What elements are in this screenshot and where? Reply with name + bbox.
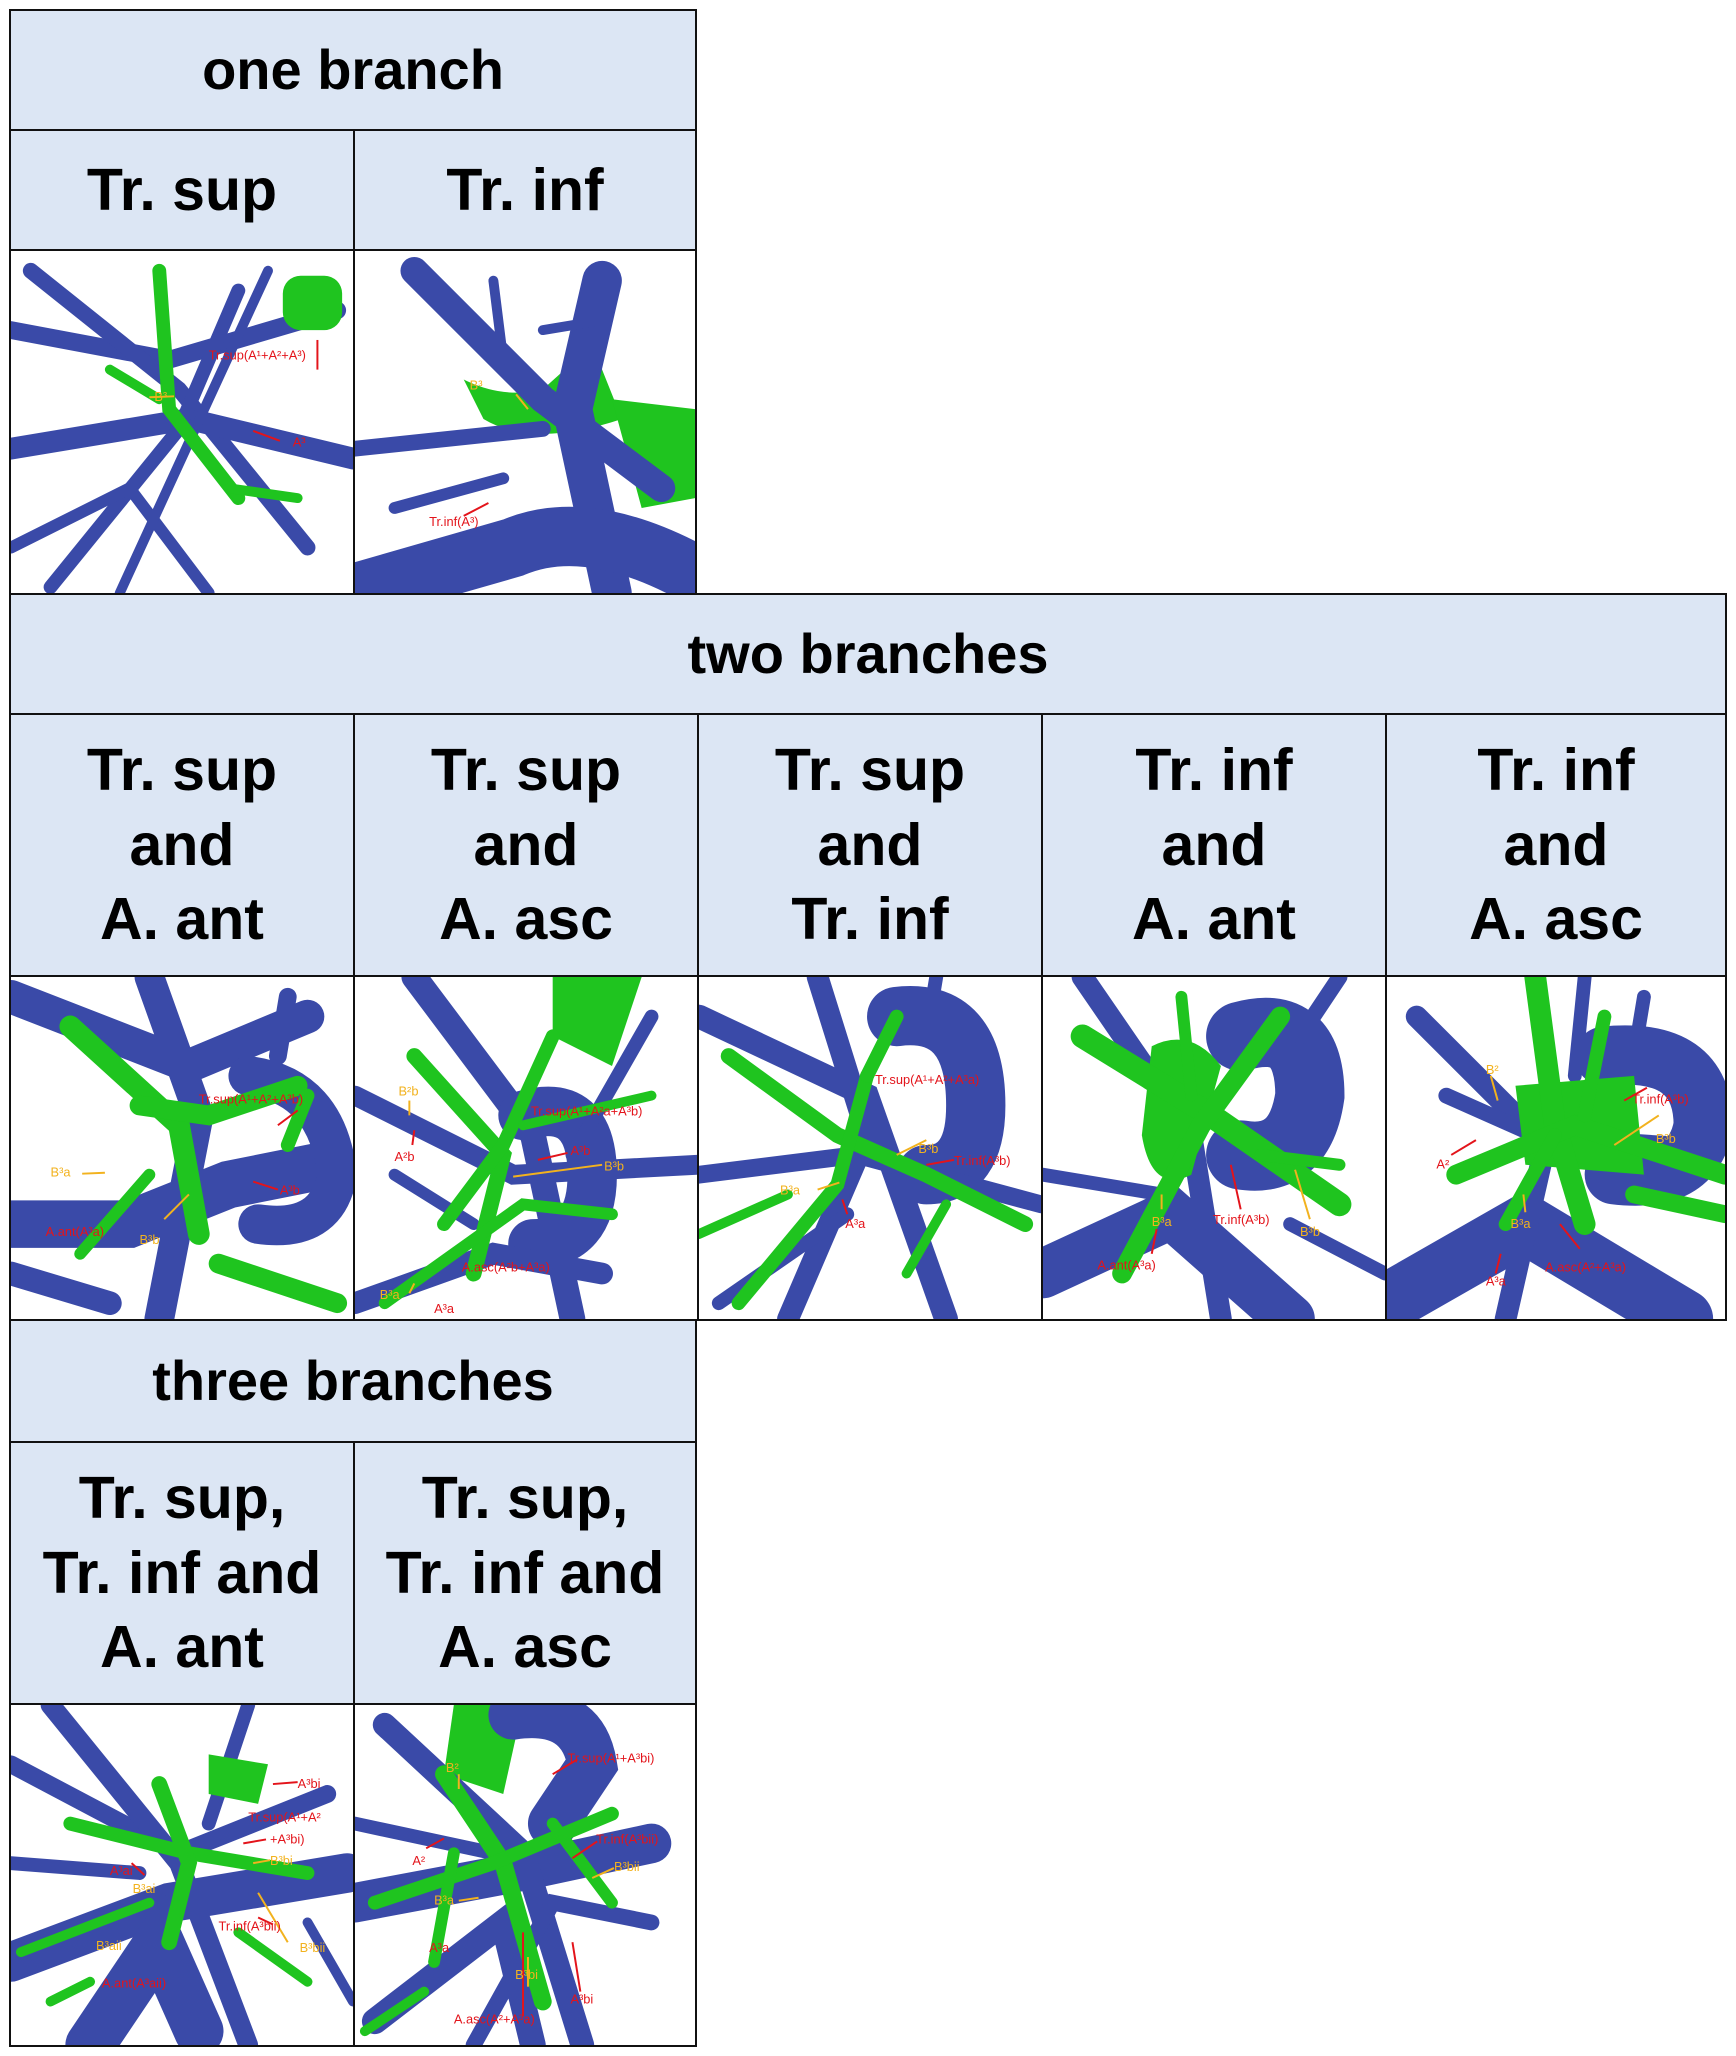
column-header: Tr. inf xyxy=(353,129,697,251)
annotation-label: A³a xyxy=(434,1301,455,1316)
panel-two-tr-sup-tr-inf: Tr.sup(A¹+A²+A³a) B³b Tr.inf(A³b) B³a A³… xyxy=(697,975,1043,1321)
annotation-label: A.asc(A²+A³a) xyxy=(454,2011,535,2026)
vessel-render: Tr.sup(A¹+A²+A³b) B³a A³b A.ant(A³a) B³b xyxy=(11,977,353,1319)
annotation-label: A³bi xyxy=(570,1991,593,2006)
group-title: two branches xyxy=(687,622,1049,686)
annotation-label: A³bi xyxy=(298,1776,321,1791)
annotation-label: Tr.sup(A¹+A² xyxy=(248,1810,321,1825)
group-title: three branches xyxy=(152,1349,554,1413)
annotation-label: A²b xyxy=(395,1149,415,1164)
annotation-label: B³a xyxy=(1152,1214,1173,1229)
annotation-label: A³a xyxy=(845,1216,866,1231)
annotation-label: B³b xyxy=(918,1141,938,1156)
group-header-two-branches: two branches xyxy=(9,593,1727,715)
column-header: Tr. sup and A. asc xyxy=(353,713,699,977)
annotation-label: A.ant(A³a) xyxy=(46,1224,104,1239)
annotation-label: Tr.inf(A³bii) xyxy=(219,1918,281,1933)
group-title: one branch xyxy=(202,38,504,102)
panel-two-tr-inf-a-ant: B³a Tr.inf(A³b) A.ant(A³a) B³b xyxy=(1041,975,1387,1321)
annotation-label: B³a xyxy=(780,1182,801,1197)
annotation-label: B³b xyxy=(1300,1224,1320,1239)
vessel-render: B³a Tr.inf(A³b) A.ant(A³a) B³b xyxy=(1043,977,1385,1319)
vessel-render: B³ Tr.inf(A³) xyxy=(355,256,695,593)
column-label: Tr. sup and A. ant xyxy=(86,736,278,953)
annotation-label: Tr.inf(A³bii) xyxy=(596,1831,658,1846)
column-label: Tr. sup xyxy=(86,156,278,223)
annotation-label: A.asc(A²+A³a) xyxy=(1545,1260,1626,1275)
annotation-label: Tr.sup(A¹+A³bi) xyxy=(568,1750,655,1765)
annotation-label: B³ai xyxy=(133,1881,156,1896)
column-label: Tr. sup and A. asc xyxy=(430,736,622,953)
annotation-label: A.ant(A³a) xyxy=(1097,1258,1155,1273)
vessel-render: Tr.sup(A¹+A²+A³a) B³b Tr.inf(A³b) B³a A³… xyxy=(699,977,1041,1319)
annotation-label: B² xyxy=(1486,1062,1500,1077)
annotation-label: B²b xyxy=(398,1084,418,1099)
column-header: Tr. sup xyxy=(9,129,355,251)
annotation-label: B³b xyxy=(1656,1131,1676,1146)
column-header: Tr. inf and A. asc xyxy=(1385,713,1727,977)
vessel-render: B² Tr.inf(A³b) B³b A² B³a A³a A.asc(A²+A… xyxy=(1387,977,1725,1319)
annotation-label: A³b xyxy=(570,1143,590,1158)
annotation-label: B³b xyxy=(604,1159,624,1174)
panel-one-tr-inf: B³ Tr.inf(A³) xyxy=(353,249,697,595)
annotation-label: B³a xyxy=(434,1893,455,1908)
panel-three-a-asc: Tr.sup(A¹+A³bi) B² Tr.inf(A³bii) B³bii A… xyxy=(353,1703,697,2047)
annotation-label: B³ xyxy=(470,377,484,392)
column-header: Tr. inf and A. ant xyxy=(1041,713,1387,977)
annotation-label: A³a xyxy=(429,1940,450,1955)
panel-two-tr-inf-a-asc: B² Tr.inf(A³b) B³b A² B³a A³a A.asc(A²+A… xyxy=(1385,975,1727,1321)
annotation-label: Tr.inf(A³) xyxy=(429,514,478,529)
column-label: Tr. sup, Tr. inf and A. asc xyxy=(385,1464,665,1681)
annotation-label: Tr.inf(A³b) xyxy=(1213,1212,1270,1227)
annotation-label: Tr.sup(A¹+A²a+A³b) xyxy=(531,1103,642,1118)
annotation-label: A.ant(A³aii) xyxy=(102,1976,166,1991)
panel-three-a-ant: A³bi Tr.sup(A¹+A² +A³bi) A³ai B³bi B³ai … xyxy=(9,1703,355,2047)
annotation-label: Tr.sup(A¹+A²+A³a) xyxy=(875,1072,979,1087)
annotation-label: Tr.sup(A¹+A²+A³b) xyxy=(199,1092,303,1107)
annotation-label: B³a xyxy=(1511,1216,1532,1231)
column-label: Tr. inf and A. ant xyxy=(1132,736,1296,953)
annotation-label: B³a xyxy=(51,1165,72,1180)
annotation-label: A² xyxy=(412,1853,426,1868)
annotation-label: A³b xyxy=(280,1182,300,1197)
panel-two-tr-sup-a-ant: Tr.sup(A¹+A²+A³b) B³a A³b A.ant(A³a) B³b xyxy=(9,975,355,1321)
column-label: Tr. inf and A. asc xyxy=(1469,736,1643,953)
annotation-label: B³aii xyxy=(96,1938,122,1953)
annotation-label: Tr.inf(A³b) xyxy=(1632,1092,1689,1107)
annotation-label: B³bi xyxy=(515,1967,538,1982)
column-header: Tr. sup and Tr. inf xyxy=(697,713,1043,977)
annotation-label: Tr.inf(A³b) xyxy=(954,1153,1011,1168)
annotation-label: B³bii xyxy=(300,1940,326,1955)
column-label: Tr. sup, Tr. inf and A. ant xyxy=(42,1464,322,1681)
annotation-label: A³ai xyxy=(110,1863,133,1878)
annotation-label: B³bii xyxy=(614,1859,640,1874)
group-header-one-branch: one branch xyxy=(9,9,697,131)
column-header: Tr. sup, Tr. inf and A. asc xyxy=(353,1441,697,1705)
annotation-label: B³b xyxy=(139,1232,159,1247)
column-header: Tr. sup, Tr. inf and A. ant xyxy=(9,1441,355,1705)
annotation-label: +A³bi) xyxy=(270,1831,305,1846)
annotation-label: A³ xyxy=(293,435,307,450)
vessel-render: A³bi Tr.sup(A¹+A² +A³bi) A³ai B³bi B³ai … xyxy=(11,1705,353,2045)
group-header-three-branches: three branches xyxy=(9,1319,697,1443)
vessel-render: Tr.sup(A¹+A²+A³) B³ A³ xyxy=(11,262,353,593)
annotation-label: A² xyxy=(1436,1157,1450,1172)
annotation-label: A³a xyxy=(1486,1273,1507,1288)
annotation-label: A.asc(A²b+A³a) xyxy=(462,1260,550,1275)
annotation-label: B² xyxy=(446,1760,460,1775)
annotation-label: Tr.sup(A¹+A²+A³) xyxy=(209,348,306,363)
annotation-label: B³a xyxy=(380,1287,401,1302)
column-header: Tr. sup and A. ant xyxy=(9,713,355,977)
vessel-render: Tr.sup(A¹+A³bi) B² Tr.inf(A³bii) B³bii A… xyxy=(355,1705,672,2045)
vessel-render: B²b Tr.sup(A¹+A²a+A³b) A²b A³b B³b A.asc… xyxy=(355,977,697,1319)
annotation-label: B³ xyxy=(154,389,168,404)
column-label: Tr. sup and Tr. inf xyxy=(774,736,966,953)
panel-one-tr-sup: Tr.sup(A¹+A²+A³) B³ A³ xyxy=(9,249,355,595)
column-label: Tr. inf xyxy=(446,156,604,223)
annotation-label: B³bi xyxy=(270,1853,293,1868)
panel-two-tr-sup-a-asc: B²b Tr.sup(A¹+A²a+A³b) A²b A³b B³b A.asc… xyxy=(353,975,699,1321)
